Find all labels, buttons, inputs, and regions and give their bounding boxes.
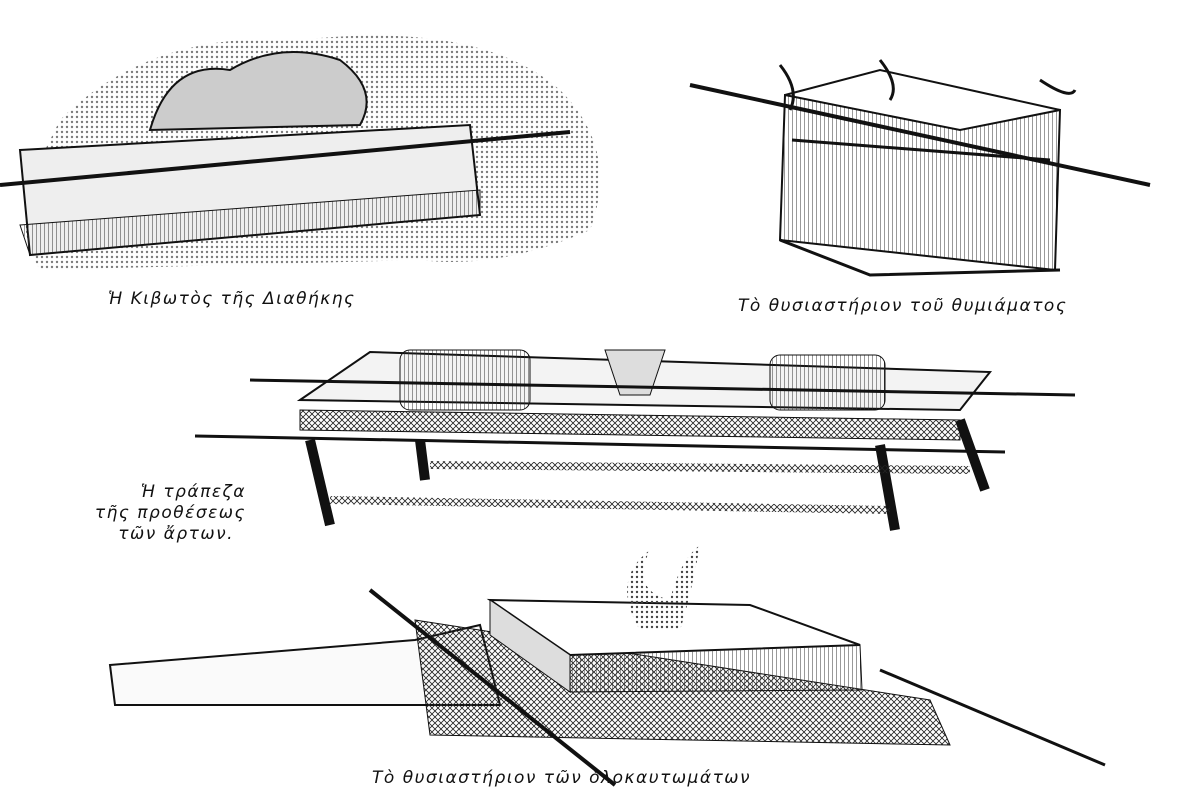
- altar-of-incense-drawing: [689, 59, 1151, 277]
- incense-altar-caption: Τὸ θυσιαστήριον τοῦ θυμιάματος: [738, 296, 1068, 316]
- ark-of-covenant-drawing: [0, 35, 600, 270]
- altar-of-burnt-offering-drawing: [108, 545, 1106, 787]
- burnt-offering-altar-caption: Τὸ θυσιαστήριον τῶν ὁλοκαυτωμάτων: [372, 768, 752, 788]
- caption-line: τῆς προθέσεως: [94, 503, 246, 523]
- caption-line: τῶν ἄρτων.: [118, 524, 234, 544]
- caption-line: Ἡ τράπεζα: [140, 482, 246, 502]
- showbread-table-caption: Ἡ τράπεζα τῆς προθέσεως τῶν ἄρτων.: [38, 482, 246, 545]
- table-of-showbread-drawing: [194, 349, 1076, 531]
- ark-caption: Ἡ Κιβωτὸς τῆς Διαθήκης: [108, 289, 356, 309]
